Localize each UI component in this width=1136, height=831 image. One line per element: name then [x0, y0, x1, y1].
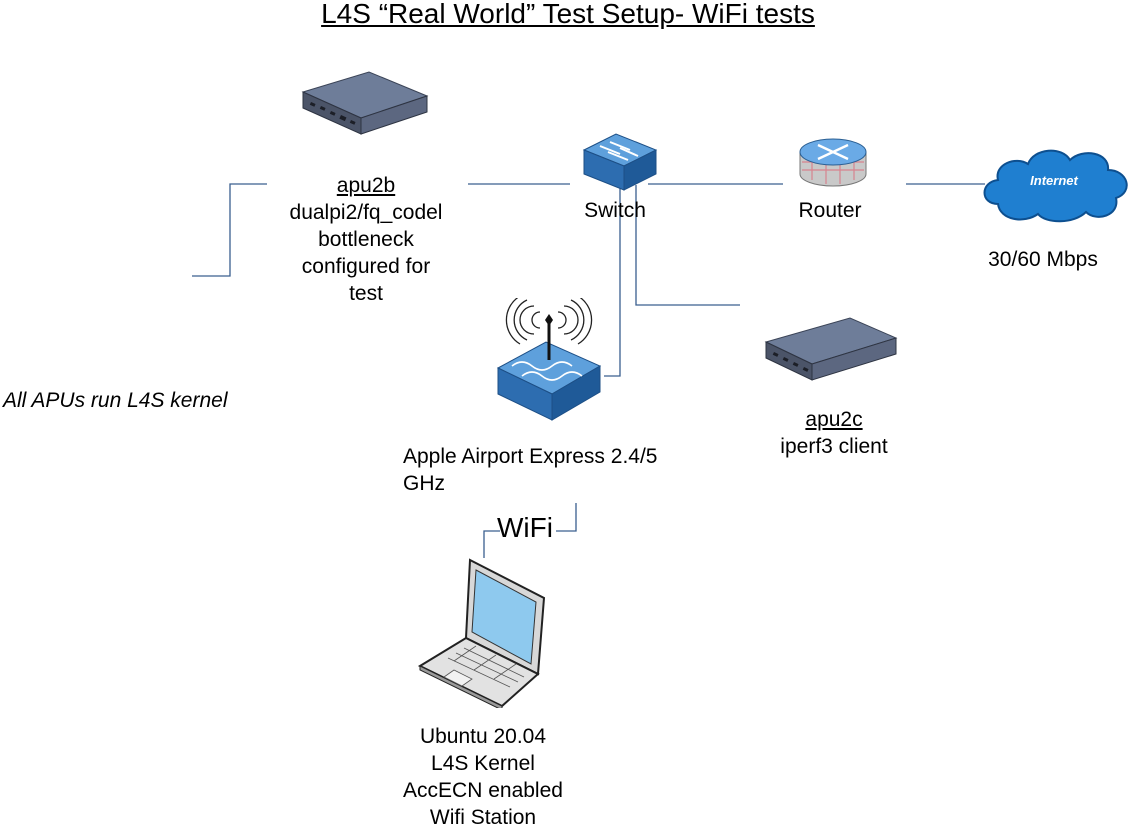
laptop-icon — [418, 558, 546, 708]
apu2c-line-1: iperf3 client — [780, 435, 888, 458]
diagram-title: L4S “Real World” Test Setup- WiFi tests — [321, 0, 815, 29]
apu2c-device-icon — [764, 317, 898, 381]
airport-line-1: Apple Airport Express 2.4/5 — [403, 445, 658, 468]
laptop-line-3: AccECN enabled — [403, 779, 563, 802]
apu2c-name: apu2c — [805, 408, 863, 431]
wire-switch-apu2c — [635, 185, 740, 306]
switch-icon — [582, 133, 658, 191]
apu2b-line-1: dualpi2/fq_codel — [289, 201, 443, 224]
laptop-line-4: Wifi Station — [429, 806, 537, 829]
laptop-label: Ubuntu 20.04 L4S Kernel AccECN enabled W… — [363, 723, 603, 831]
apu2b-line-2: bottleneck — [318, 228, 414, 251]
apu2b-device-icon — [301, 71, 429, 135]
laptop-line-1: Ubuntu 20.04 — [419, 725, 547, 748]
wire-apu2b-left — [192, 183, 267, 277]
apu2b-label: apu2b dualpi2/fq_codel bottleneck config… — [266, 172, 466, 307]
laptop-line-2: L4S Kernel — [431, 752, 535, 775]
router-icon — [799, 138, 867, 187]
internet-cloud-label: Internet — [1030, 173, 1078, 188]
apu2b-line-3: configured for — [301, 255, 431, 278]
wire-airport-wifi — [556, 503, 577, 532]
router-label: Router — [798, 199, 862, 222]
airport-line-2: GHz — [403, 472, 445, 495]
switch-label: Switch — [584, 199, 646, 222]
apu-note: All APUs run L4S kernel — [3, 389, 228, 412]
wireless-access-point-icon — [496, 298, 602, 421]
internet-speed-label: 30/60 Mbps — [988, 248, 1098, 271]
wire-wifi-laptop — [483, 530, 500, 558]
wire-switch-airport — [604, 185, 621, 377]
internet-cloud-icon: Internet — [983, 149, 1128, 223]
apu2b-name: apu2b — [336, 174, 396, 197]
apu2b-line-4: test — [349, 282, 383, 305]
wifi-label: WiFi — [497, 512, 553, 543]
airport-label: Apple Airport Express 2.4/5 GHz — [403, 443, 657, 497]
apu2c-label: apu2c iperf3 client — [754, 406, 914, 460]
